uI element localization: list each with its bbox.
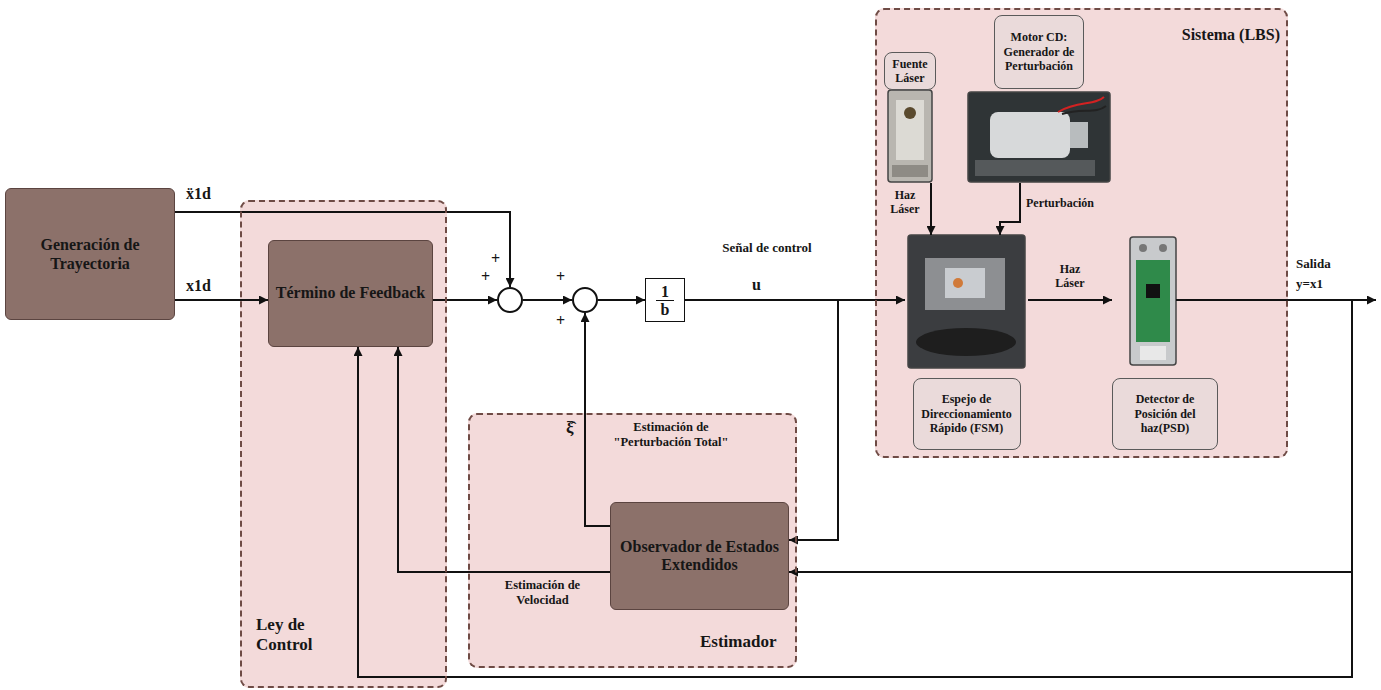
signal-label: ξ̂	[566, 418, 580, 438]
signal-arrow	[1028, 299, 1112, 301]
summing-junction: ++	[572, 287, 598, 313]
fsm-mount	[925, 258, 1005, 310]
psd-sensor	[1146, 284, 1160, 298]
region-title: Estimador	[700, 632, 790, 652]
photo-block: Detector de Posición del haz(PSD)	[1112, 237, 1218, 450]
system-region: Sistema (LBS) Fuente Láser Motor CD: Gener…	[875, 8, 1288, 458]
signal-label: y=x1	[1296, 276, 1350, 292]
node-label: Detector de Posición del haz(PSD)	[1113, 392, 1217, 435]
label-box: Motor CD: Generador de Perturbación	[994, 15, 1084, 89]
node-label: Generación de Trayectoria	[16, 235, 164, 273]
sign-label: +	[491, 251, 500, 267]
laser-aperture	[904, 107, 916, 119]
edge-label: Haz Láser	[1045, 262, 1095, 291]
signal-arrow	[398, 347, 610, 572]
psd-board	[1136, 260, 1170, 342]
region-fills	[240, 8, 1288, 688]
fsm-connector	[953, 278, 963, 288]
fsm-photo	[908, 235, 1025, 368]
laser-photo	[888, 90, 932, 182]
fsm-base	[916, 328, 1016, 356]
node-label: Motor CD: Generador de Perturbación	[995, 30, 1083, 73]
signal-arrow	[358, 300, 1352, 677]
edge-label: Estimación de "Perturbación Total"	[596, 420, 746, 450]
region-title: Sistema (LBS)	[1166, 26, 1280, 44]
photo-block: Fuente Láser	[884, 52, 936, 183]
motor-photo	[968, 92, 1110, 182]
connectors	[175, 183, 1352, 677]
process-box: Generación de Trayectoria	[5, 188, 175, 320]
signal-arrow	[433, 299, 497, 301]
signal-arrow	[930, 183, 932, 235]
node-label: Fuente Láser	[885, 57, 935, 86]
node-label: Término de Feedback	[276, 284, 425, 302]
motor-body	[990, 112, 1070, 158]
process-box: Observador de Estados Extendidos	[610, 502, 789, 610]
region-fill	[468, 413, 797, 668]
motor-base	[975, 160, 1095, 176]
edge-label: x1d	[186, 276, 226, 295]
signal-arrow	[1000, 183, 1020, 235]
signal-label: u	[752, 275, 772, 294]
psd-photo	[1130, 237, 1176, 365]
edge-label: Perturbación	[1026, 196, 1110, 210]
psd-cable	[1140, 346, 1166, 360]
laser-base	[892, 165, 928, 177]
region-fill	[240, 200, 447, 688]
photo-block: Motor CD: Generador de Perturbación	[966, 15, 1112, 183]
region-fill	[875, 8, 1288, 458]
process-box: Término de Feedback	[268, 240, 433, 347]
node-label: Espejo de Direccionamiento Rápido (FSM)	[914, 392, 1020, 435]
output-wire	[1176, 299, 1218, 301]
signal-arrow	[175, 299, 268, 301]
laser-body	[896, 100, 924, 160]
sign-label: +	[556, 269, 565, 285]
edge-label: Estimación de Velocidad	[480, 578, 605, 608]
gain-block: 1b	[645, 278, 685, 322]
gain-term: b	[656, 301, 675, 318]
estimator-region: Estimador Observador de Estados Extendido…	[468, 413, 797, 668]
signal-label: Salida	[1296, 256, 1350, 272]
signal-arrow	[789, 300, 1352, 572]
label-box: Espejo de Direccionamiento Rápido (FSM)	[913, 378, 1021, 450]
motor-wire	[1062, 106, 1106, 114]
photo-block: Espejo de Direccionamiento Rápido (FSM)	[905, 235, 1028, 450]
control-law-region: Ley de Control Término de Feedback	[240, 200, 447, 688]
sign-label: +	[481, 269, 490, 285]
gain-term: 1	[656, 283, 674, 301]
sign-label: +	[556, 313, 565, 329]
psd-screw	[1159, 244, 1167, 252]
photos	[888, 90, 1376, 368]
summing-junction: ++	[497, 287, 523, 313]
node-label: Observador de Estados Extendidos	[611, 538, 788, 575]
edge-label: ẍ1d	[186, 184, 226, 203]
label-box: Detector de Posición del haz(PSD)	[1112, 378, 1218, 450]
signal-arrow	[585, 313, 610, 526]
label-box: Fuente Láser	[884, 52, 936, 90]
fsm-mirror	[945, 268, 985, 298]
edge-label: Haz Láser	[884, 188, 926, 217]
motor-shaft	[1070, 122, 1088, 148]
region-title: Ley de Control	[256, 615, 341, 654]
edge-label: Señal de control	[722, 240, 812, 256]
signal-arrow	[598, 299, 645, 301]
psd-screw	[1139, 244, 1147, 252]
output-arrow	[1352, 299, 1376, 301]
signal-arrow	[523, 299, 572, 301]
